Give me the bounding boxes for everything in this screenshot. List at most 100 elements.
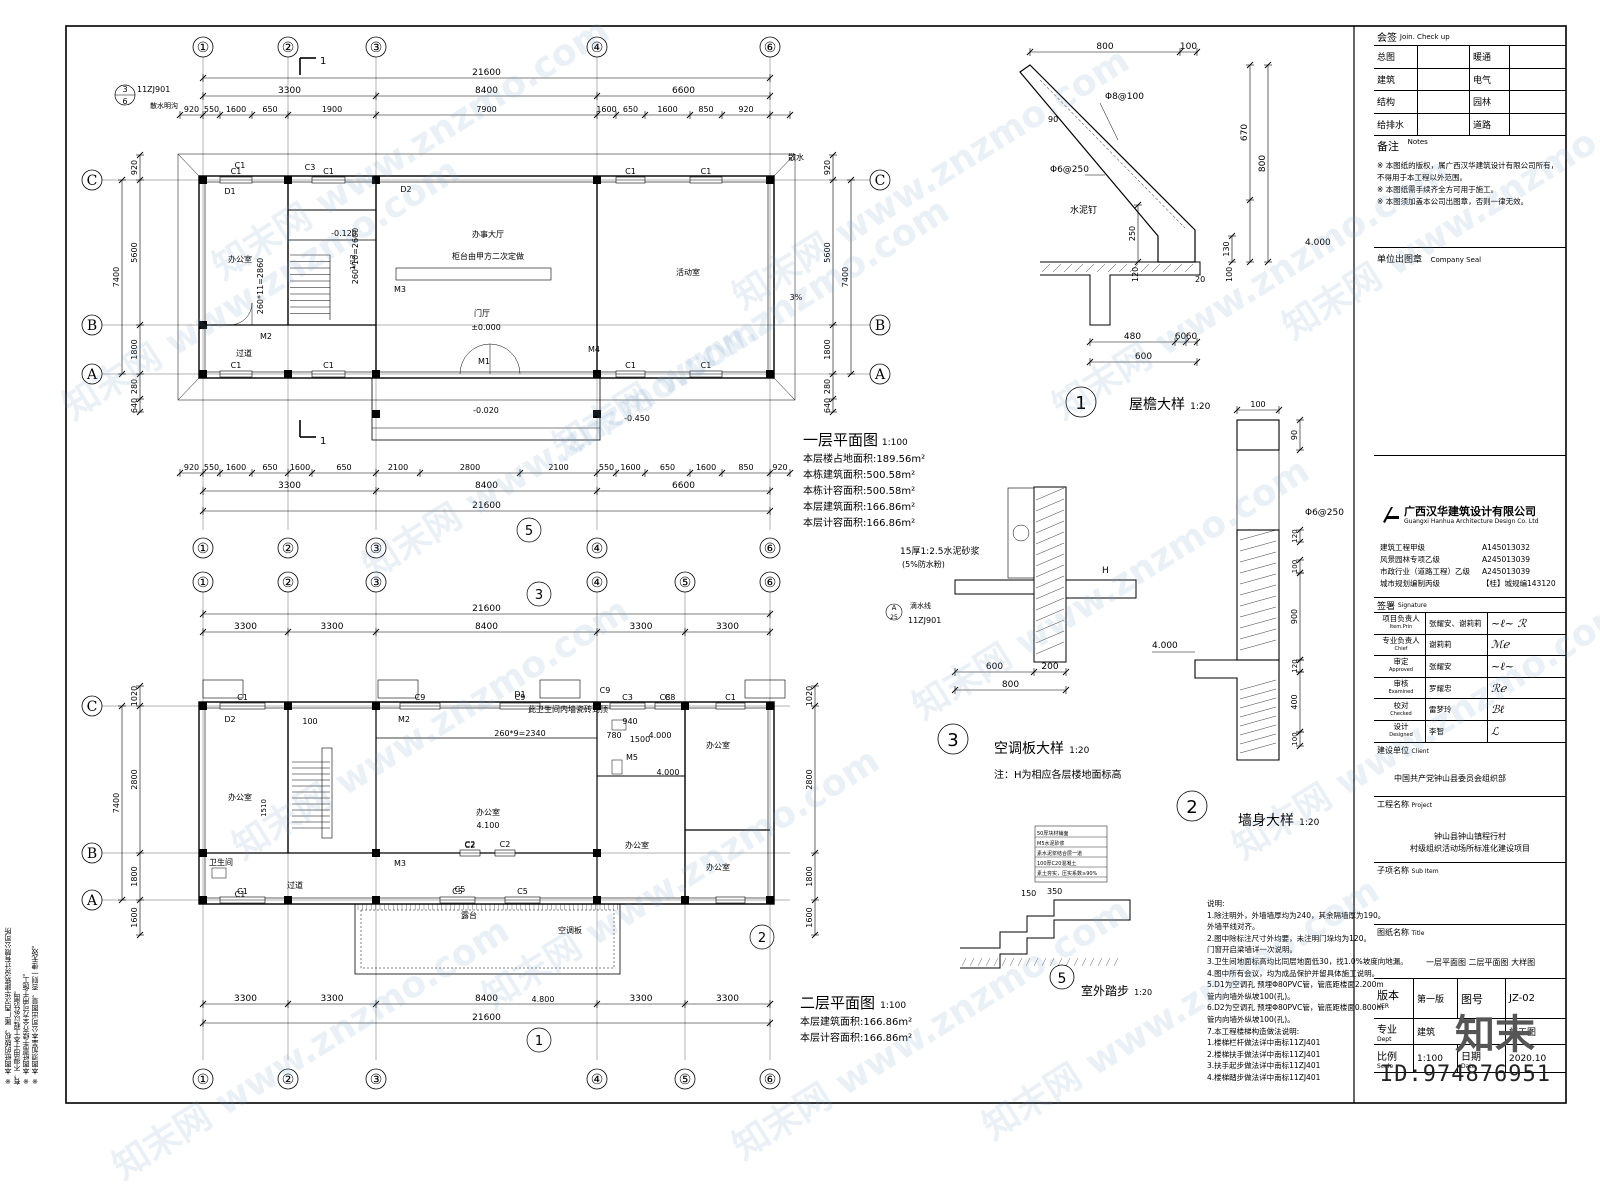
- detail5-hatch: [961, 957, 967, 967]
- detail2-vdim-100-text: 100: [1291, 560, 1299, 573]
- detail2-vdim-900-tick-slash: [1296, 569, 1304, 577]
- detail3-hatch: [1035, 619, 1065, 633]
- detail3-hatch: [1035, 564, 1065, 578]
- detail2-hatch: [1239, 742, 1277, 754]
- window-label: C1: [231, 167, 242, 176]
- plan2-inner-wall: [204, 707, 769, 899]
- detail1-hatch: [1085, 263, 1095, 273]
- plan1-annotation: D1: [224, 187, 235, 196]
- left-note-item: ※ 本图纸的版权，属广西汉华建筑设计有限公司所有，不得用于本工程以外范围。: [4, 927, 21, 1085]
- detail2-hatch: [1239, 639, 1277, 651]
- plan1-axis-bottom-bubble: [192, 537, 214, 559]
- column: [284, 702, 292, 710]
- note-item: ※ 本图纸的版权，属广西汉华建筑设计有限公司所有，: [1377, 161, 1559, 170]
- plan1-dim-b2-tick-slash: [199, 469, 207, 477]
- signature-role: 审定: [1393, 657, 1409, 667]
- plan2-dim-b1-text: 3300: [716, 994, 739, 1004]
- detail5-hatch: [1009, 957, 1015, 967]
- signature-role-cell: 项目负责人 Item.Prin: [1374, 613, 1426, 634]
- plan2-fixture-basin: [211, 867, 227, 879]
- signature-handwriting: ℬℓ: [1491, 703, 1505, 717]
- company-name-en: Guangxi Hanhua Architecture Design Co. L…: [1404, 518, 1539, 525]
- signature-role-cell: 审定 Approved: [1374, 656, 1426, 677]
- plan1-dim-l2-tick-slash: [641, 111, 649, 119]
- plan1-axis-right-label: C: [875, 173, 886, 189]
- detail2-vdim-100b-text: 100: [1291, 732, 1299, 745]
- left-note-item: ※ 本图须加盖本公司出图章，否则一律无效。: [31, 941, 39, 1085]
- plan2-dim-l1-text: 3300: [630, 622, 653, 632]
- detail1-hatch: [1151, 263, 1161, 273]
- plan2-dim-l1-text: 3300: [234, 622, 257, 632]
- plan1-dim-l2-text: 7900: [476, 105, 496, 114]
- plan1-dim-l1-tick-slash: [372, 92, 380, 100]
- detail1-label-nail: 水泥钉: [1070, 204, 1097, 216]
- plan1-dim-b1-text: 3300: [278, 481, 301, 491]
- plan1-dim-b2-text: 650: [336, 463, 351, 472]
- detail1-dim-bottom-tick-slash: [1086, 338, 1094, 346]
- detail3-dim-1-tick-slash: [951, 668, 959, 676]
- countersign-sign-cell: [1510, 114, 1566, 136]
- detail5-layer-text: 素水泥浆结合层一道: [1037, 850, 1082, 857]
- plan1-dim-b1-tick-slash: [766, 487, 774, 495]
- version-label-en: VER: [1377, 1003, 1390, 1010]
- plan2-vdim-left-text: 1020: [130, 686, 139, 706]
- detail2-title: 墙身大样: [1238, 813, 1294, 829]
- plan2-annotation: 4.000: [657, 768, 680, 777]
- detail5-hatch: [1041, 957, 1047, 967]
- detail2-hatch: [1239, 697, 1277, 709]
- detail2-parapet-cap: [1236, 419, 1280, 451]
- window-label: C1: [323, 167, 334, 176]
- plan1-annotation: M1: [478, 357, 490, 366]
- plan1-vdim-right-tick-slash: [829, 370, 837, 378]
- plan1-dim-b2-text: 1600: [226, 463, 246, 472]
- detail2-hatch: [1239, 733, 1277, 745]
- plan1-axis-right-label: A: [874, 367, 886, 383]
- plan2-axis-top-label: ⑥: [764, 575, 777, 591]
- qualification-label: 风景园林专项乙级: [1380, 555, 1440, 564]
- detail5-hatch: [1033, 957, 1039, 967]
- plan1-vdim-right-tick-slash: [829, 408, 837, 416]
- plan2-axis-bottom-label: ④: [591, 1072, 604, 1088]
- plan1-title: 一层平面图: [803, 431, 879, 449]
- detail1-beam-outline: [1040, 261, 1201, 326]
- detail2-vdim-120b-text: 120: [1291, 659, 1299, 672]
- column: [199, 849, 207, 857]
- general-note-item: 5.D1为空调孔 预埋Φ80PVC管，管底距楼面2.200m: [1207, 980, 1384, 990]
- window-label: C1: [323, 361, 334, 370]
- countersign-discipline: 园林: [1470, 91, 1510, 113]
- signature-handwriting: ℳℯ: [1491, 638, 1510, 652]
- column: [372, 410, 380, 418]
- detail1-dim-bottom-text: 60: [1186, 332, 1198, 342]
- plan1-dim-l2-tick-slash: [248, 111, 256, 119]
- detail1-hatch: [1052, 263, 1062, 273]
- detail1-dim-top-text: 800: [1096, 42, 1113, 52]
- plan1-title-block: 一层平面图 1:100: [803, 429, 908, 450]
- plan2-stair-well: [321, 747, 333, 839]
- column: [199, 321, 207, 329]
- plan2-dim-b1-tick-slash: [372, 1000, 380, 1008]
- plan1-vdim-left-tick-slash: [136, 321, 144, 329]
- column: [372, 896, 380, 904]
- detail3-hatch: [1035, 630, 1065, 644]
- plan2-vdim-left-text: 1600: [130, 907, 139, 927]
- plan2-dim-b1-tick-slash: [681, 1000, 689, 1008]
- window-label: C1: [625, 167, 636, 176]
- column: [593, 370, 601, 378]
- plan2-axis-bottom-bubble: [674, 1068, 696, 1090]
- countersign-sign-cell: [1418, 113, 1470, 135]
- detail5-dim-rise: 150: [1021, 889, 1036, 898]
- plan2-room-label: 卫生间: [209, 857, 233, 867]
- countersign-discipline: 电气: [1470, 68, 1510, 90]
- signature-role: 项目负责人: [1382, 614, 1420, 624]
- plan1-axis-top-label: ③: [370, 40, 383, 56]
- detail2-hatch: [1239, 562, 1277, 574]
- detail2-hatch: [1239, 529, 1277, 541]
- plan1-axis-top-label: ①: [197, 40, 210, 56]
- detail2-vdim-900-text: 900: [1290, 609, 1299, 624]
- date-label-en: Date: [1461, 1062, 1476, 1070]
- detail1-vdim-250-text: 250: [1128, 226, 1137, 241]
- plan1-dim-l2-tick-slash: [766, 111, 774, 119]
- column: [593, 849, 601, 857]
